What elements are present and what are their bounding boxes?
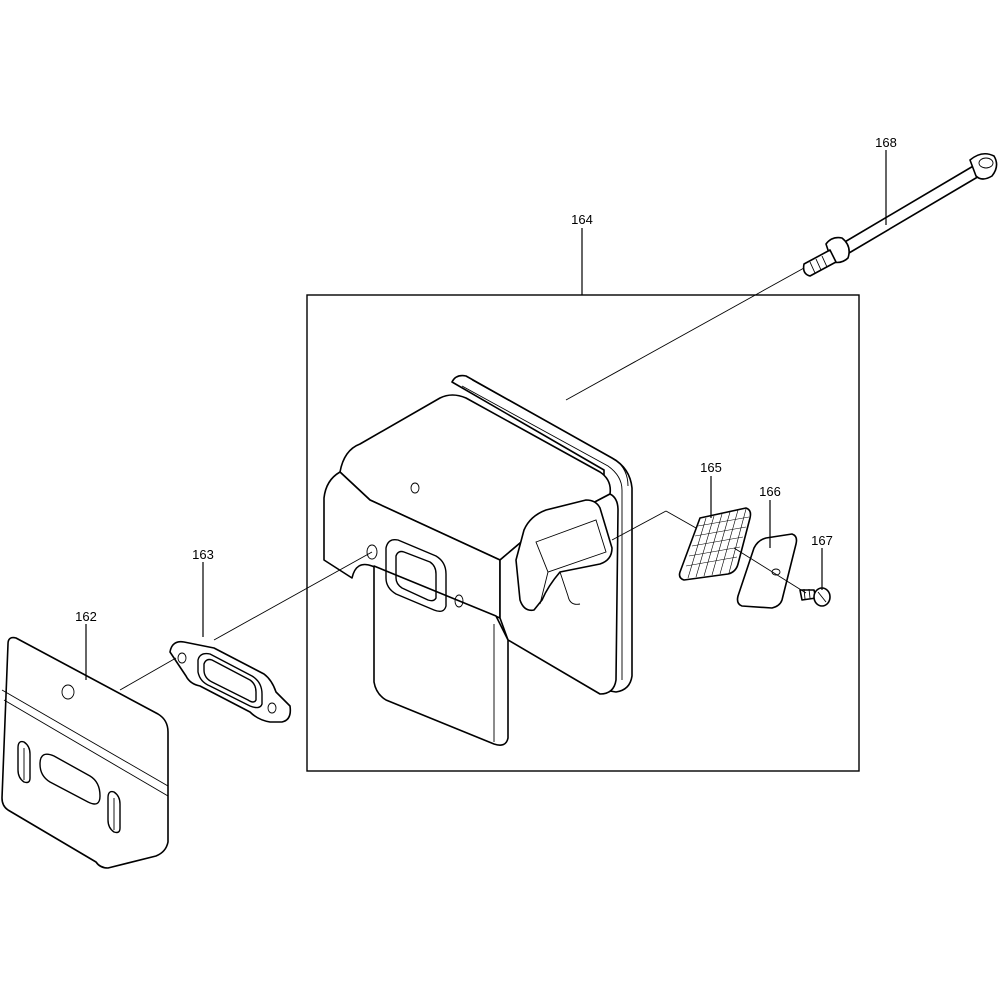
gasket-part-163[interactable] (169, 640, 292, 723)
alignment-line-screw (733, 547, 807, 594)
heat-shield-part-162[interactable] (1, 636, 169, 869)
callout-163: 163 (192, 547, 214, 562)
callout-167: 167 (811, 533, 833, 548)
alignment-line-screen (611, 510, 667, 541)
assembly-frame-164 (306, 294, 860, 772)
alignment-line-screen-plate (665, 510, 697, 529)
spark-screen-part-165[interactable] (678, 507, 752, 581)
callout-164: 164 (571, 212, 593, 227)
callout-166: 166 (759, 484, 781, 499)
callout-162: 162 (75, 609, 97, 624)
callout-165: 165 (700, 460, 722, 475)
cover-plate-part-166[interactable] (736, 533, 798, 609)
alignment-line-shield-gasket (119, 657, 177, 691)
muffler-part-164[interactable] (323, 374, 633, 746)
alignment-line-gasket-body (213, 551, 373, 641)
screw-part-167[interactable] (799, 587, 831, 607)
alignment-line-bolt (565, 267, 805, 401)
callout-168: 168 (875, 135, 897, 150)
bolt-part-168[interactable] (802, 152, 998, 277)
